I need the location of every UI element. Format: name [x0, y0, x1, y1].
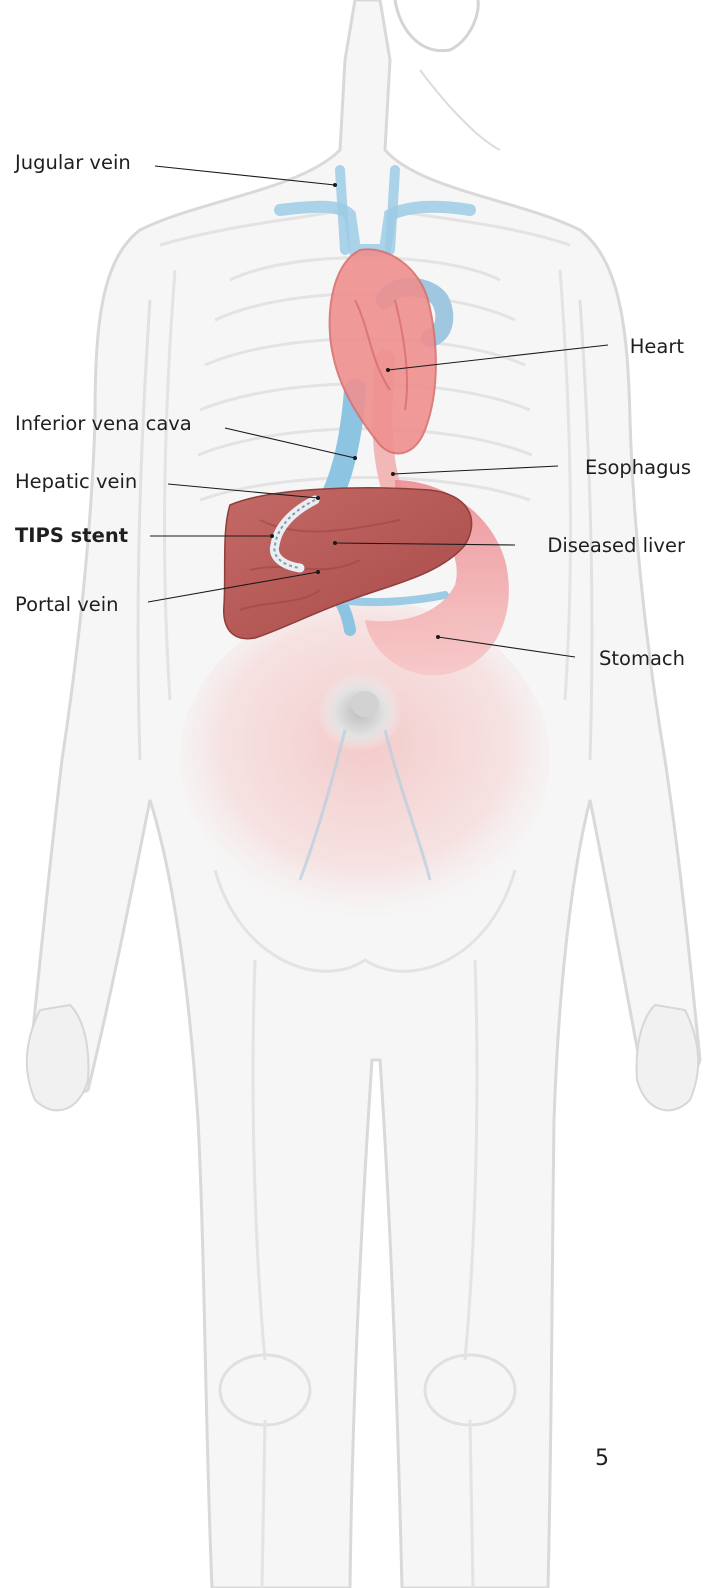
label-portal-vein: Portal vein [15, 593, 119, 616]
label-hepatic-vein: Hepatic vein [15, 470, 137, 493]
neck-vein-branch [340, 170, 345, 250]
leader-jugular-vein-dot [333, 183, 337, 187]
label-stomach: Stomach [599, 647, 685, 670]
left-hand [27, 1005, 89, 1110]
leader-diseased-liver-dot [333, 541, 337, 545]
label-inferior-vena-cava: Inferior vena cava [15, 412, 192, 435]
leader-esophagus-dot [391, 472, 395, 476]
chin-outline [395, 0, 478, 51]
label-tips-stent: TIPS stent [15, 524, 128, 547]
leader-hepatic-vein-dot [316, 496, 320, 500]
label-heart: Heart [630, 335, 685, 358]
neck-line [420, 70, 500, 150]
label-jugular-vein: Jugular vein [13, 151, 131, 174]
label-esophagus: Esophagus [585, 456, 691, 479]
right-hand [637, 1005, 699, 1110]
leader-tips-stent-dot [270, 534, 274, 538]
label-diseased-liver: Diseased liver [547, 534, 686, 557]
neck-vein-branch-2 [390, 170, 395, 250]
leader-stomach-dot [436, 635, 440, 639]
leader-inferior-vena-cava-dot [353, 456, 357, 460]
leader-portal-vein-dot [316, 570, 320, 574]
abdomen [180, 600, 550, 920]
intestines [180, 600, 550, 920]
navel-center [351, 691, 379, 717]
leader-heart-dot [386, 368, 390, 372]
page-number: 5 [595, 1446, 609, 1471]
